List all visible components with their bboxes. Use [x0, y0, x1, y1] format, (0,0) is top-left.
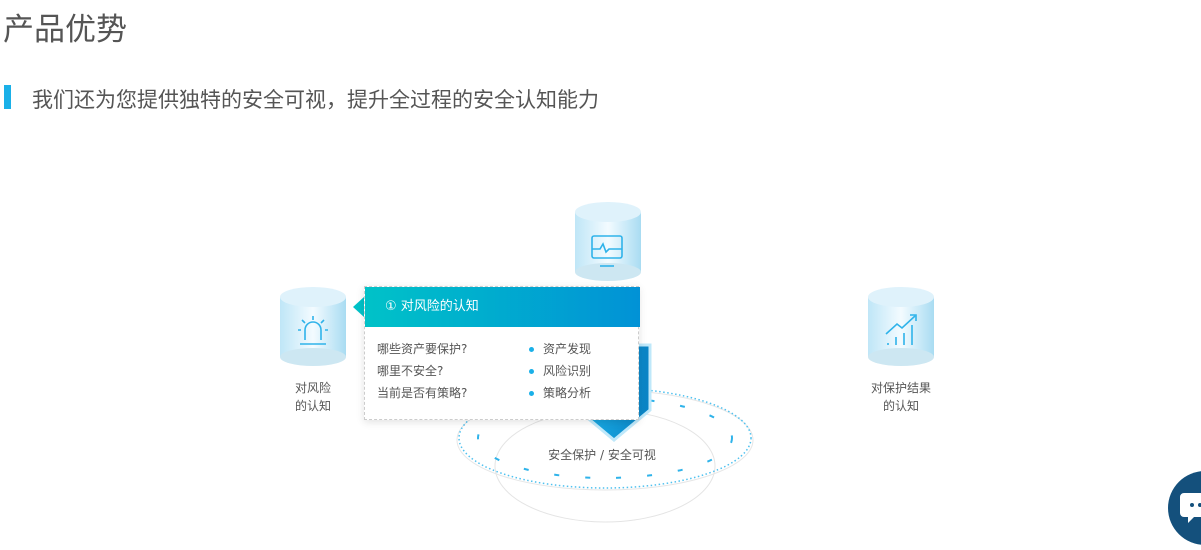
- point-item: 策略分析: [529, 382, 591, 404]
- point-text: 策略分析: [543, 386, 592, 400]
- question-list: 哪些资产要保护? 哪里不安全? 当前是否有策略?: [377, 338, 467, 404]
- label-line: 的认知: [294, 399, 331, 413]
- dotted-ring: [458, 387, 752, 489]
- monitor-icon: [591, 235, 623, 267]
- page-title: 产品优势: [3, 12, 127, 48]
- node-label-result: 对保护结果的认知: [851, 379, 951, 415]
- dashed-ring: [477, 397, 733, 479]
- point-text: 风险识别: [543, 364, 592, 378]
- alarm-icon: [298, 316, 328, 345]
- label-line: 的认知: [882, 399, 919, 413]
- bullet-icon: [529, 369, 534, 374]
- node-label-risk: 对风险的认知: [280, 379, 346, 415]
- cylinder-top: [575, 202, 641, 281]
- cylinder-right: [868, 287, 934, 366]
- point-item: 风险识别: [529, 360, 591, 382]
- cylinder-left: [280, 287, 346, 366]
- accent-bar: [4, 85, 11, 109]
- section-subtitle: 我们还为您提供独特的安全可视，提升全过程的安全认知能力: [32, 88, 599, 112]
- label-line: 对保护结果: [870, 381, 931, 395]
- chat-button[interactable]: [1168, 471, 1201, 545]
- question-item: 当前是否有策略?: [377, 386, 468, 400]
- label-line: 对风险: [294, 381, 331, 395]
- center-label: 安全保护 / 安全可视: [548, 448, 656, 462]
- chart-up-icon: [885, 314, 917, 345]
- point-list: 资产发现 风险识别 策略分析: [529, 338, 591, 404]
- question-item: 哪里不安全?: [377, 364, 444, 378]
- popup-arrow: [353, 297, 364, 317]
- bullet-icon: [529, 347, 534, 352]
- popup-title: ① 对风险的认知: [365, 287, 640, 327]
- chat-bubble-icon: [1180, 493, 1201, 523]
- bullet-icon: [529, 391, 534, 396]
- question-item: 哪些资产要保护?: [377, 342, 468, 356]
- point-text: 资产发现: [543, 342, 592, 356]
- point-item: 资产发现: [529, 338, 591, 360]
- risk-popup: ① 对风险的认知 哪些资产要保护? 哪里不安全? 当前是否有策略? 资产发现 风…: [364, 286, 640, 420]
